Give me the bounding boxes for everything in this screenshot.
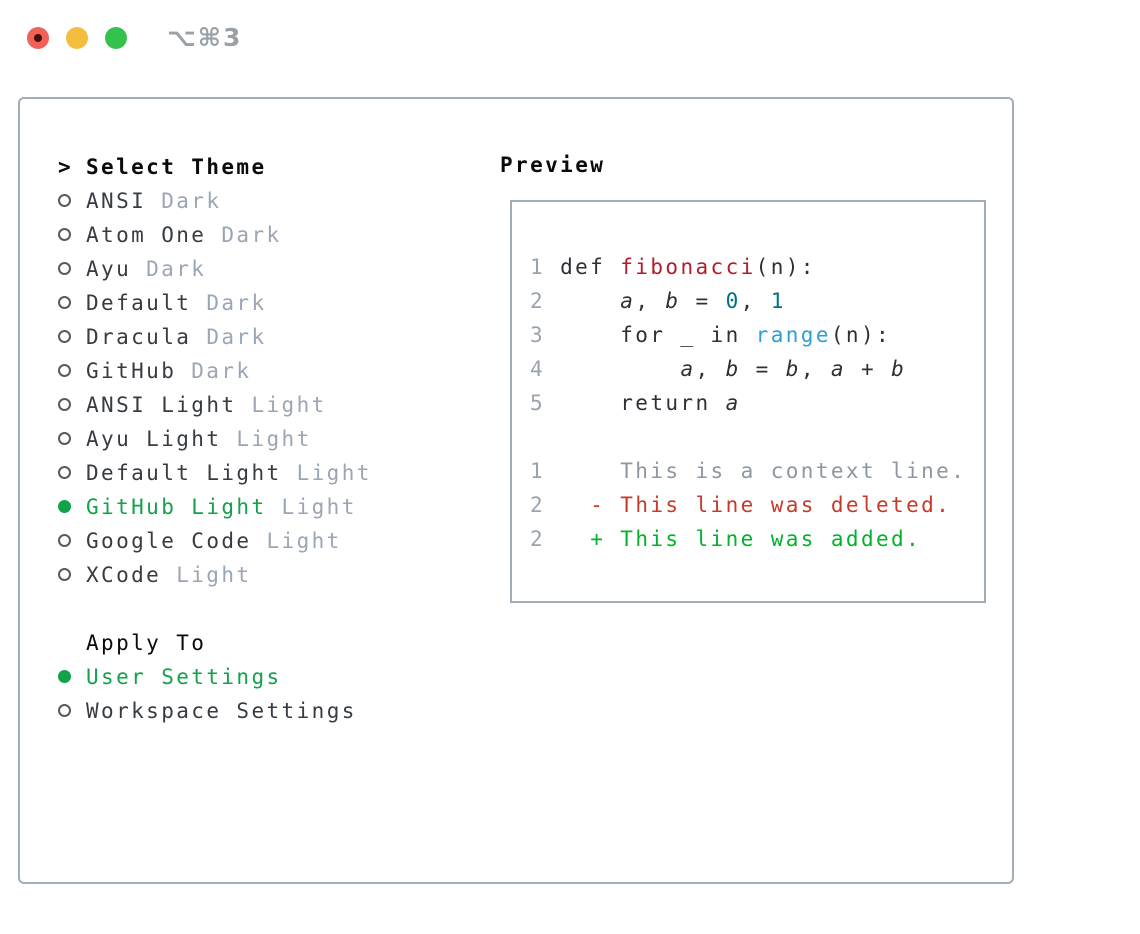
prompt-icon: > (58, 155, 74, 179)
preview-line: 5 return a (530, 391, 741, 415)
radio-selected-icon (58, 500, 71, 513)
option-label: Workspace Settings (86, 699, 357, 723)
radio-icon (58, 194, 71, 207)
radio-icon (58, 432, 71, 445)
select-theme-header-row: > Select Theme (20, 150, 490, 184)
apply-option-workspace-settings[interactable]: Workspace Settings (20, 694, 490, 728)
option-label: User Settings (86, 665, 282, 689)
radio-icon (58, 398, 71, 411)
preview-line: 1 def fibonacci(n): (530, 255, 816, 279)
preview-box (510, 200, 986, 603)
radio-icon (58, 466, 71, 479)
preview-line: 1 This is a context line. (530, 459, 967, 483)
radio-icon (58, 704, 71, 717)
apply-to-header-row: Apply To (20, 626, 490, 660)
radio-icon (58, 364, 71, 377)
window-title: ⌥⌘3 (167, 23, 243, 52)
preview-line: 3 for _ in range(n): (530, 323, 892, 347)
radio-icon (58, 534, 71, 547)
code-preview: 1 def fibonacci(n): 2 a, b = 0, 1 3 for _ … (530, 250, 966, 556)
preview-line: 2 + This line was added. (530, 527, 922, 551)
radio-icon (58, 262, 71, 275)
close-button[interactable] (27, 27, 49, 49)
preview-line: 2 a, b = 0, 1 (530, 289, 786, 313)
zoom-button[interactable] (105, 27, 127, 49)
radio-icon (58, 330, 71, 343)
help-line: (Use Enter to select, Tab to (58, 927, 479, 934)
radio-selected-icon (58, 670, 71, 683)
apply-option-user-settings[interactable]: User Settings (20, 660, 490, 694)
radio-icon (58, 568, 71, 581)
help-text: (Use Enter to select, Tab to change focu… (58, 859, 479, 934)
preview-line: 2 - This line was deleted. (530, 493, 952, 517)
preview-line: 4 a, b = b, a + b (530, 357, 907, 381)
preview-line (530, 420, 966, 454)
radio-icon (58, 228, 71, 241)
select-theme-header: Select Theme (86, 155, 267, 179)
apply-to-header: Apply To (86, 631, 207, 655)
minimize-button[interactable] (66, 27, 88, 49)
radio-icon (58, 296, 71, 309)
preview-header: Preview (500, 153, 606, 177)
